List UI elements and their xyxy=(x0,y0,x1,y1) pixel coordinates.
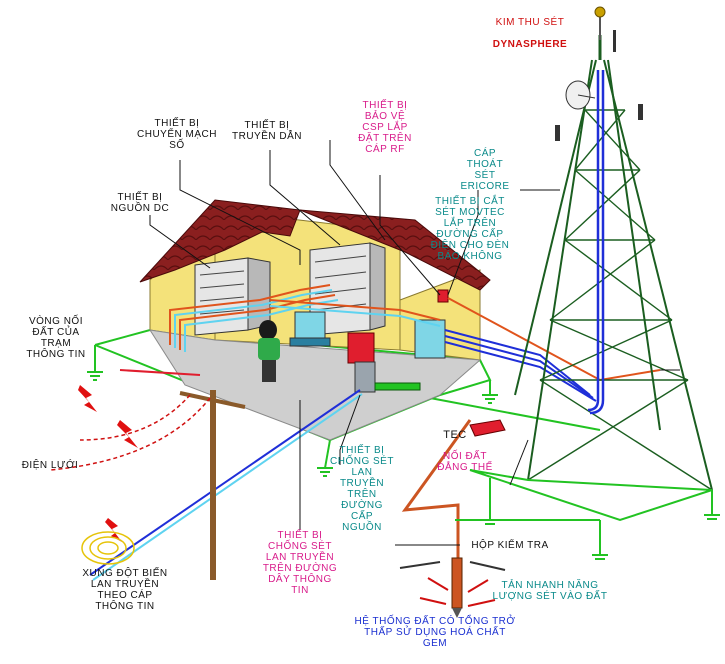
inspection-box-label: HỘP KIỂM TRA xyxy=(471,540,549,551)
internal-cabling xyxy=(169,284,441,352)
telecom-tower xyxy=(455,35,713,555)
down-conductor-cable xyxy=(587,70,605,415)
leader-lines xyxy=(149,140,680,546)
equipotential-label: NỐI ĐẤT ĐẲNG THẾ xyxy=(437,451,493,473)
lightning-rod-icon xyxy=(594,6,606,40)
lightning-rod-label: KIM THU SÉT DYNASPHERE xyxy=(475,6,585,50)
tec-label: TEC xyxy=(443,429,467,441)
power-line-arrester-label: THIẾT BỊ CHỐNG SÉT LAN TRUYỀN TRÊN ĐƯỜNG… xyxy=(330,445,394,533)
comm-line-arrester-label: THIẾT BỊ CHỐNG SÉT LAN TRUYỀN TRÊN ĐƯỜNG… xyxy=(262,530,338,596)
down-conductor-label: CÁP THOÁT SÉT ERICORE xyxy=(460,148,510,192)
lightning-bolts xyxy=(78,385,138,542)
dc-power-label: THIẾT BỊ NGUỒN DC xyxy=(110,192,170,214)
lightning-dissipation-label: TẢN NHANH NĂNG LƯỢNG SÉT VÀO ĐẤT xyxy=(492,580,608,602)
ground-system-label: HỆ THỐNG ĐẤT CÓ TỔNG TRỞ THẤP SỬ DỤNG HO… xyxy=(354,616,516,649)
surge-ripples xyxy=(81,531,135,565)
station-ground-ring-label: VÒNG NỐI ĐẤT CỦA TRẠM THÔNG TIN xyxy=(26,316,86,360)
external-cables xyxy=(89,297,661,581)
rf-surge-protector-label: THIẾT BỊ BẢO VỆ CSP LẮP ĐẶT TRÊN CÁP RF xyxy=(358,100,412,155)
transmission-equipment-label: THIẾT BỊ TRUYỀN DẪN xyxy=(231,120,302,142)
comm-surge-label: XUNG ĐỘT BIẾN LAN TRUYỀN THEO CÁP THÔNG … xyxy=(82,568,168,612)
lightning-rod-brand: DYNASPHERE xyxy=(492,39,568,50)
tower-ground-symbols xyxy=(482,514,720,560)
tec-device xyxy=(469,419,506,437)
dish-antenna-icon xyxy=(565,80,596,110)
power-pole xyxy=(49,390,246,580)
panel-antenna-icons xyxy=(555,30,643,141)
switching-equipment-label: THIẾT BỊ CHUYỂN MẠCH SỐ xyxy=(137,118,217,151)
aviation-light-protector-label: THIẾT BỊ CẮT SÉT MOVTEC LẮP TRÊN ĐƯỜNG C… xyxy=(430,196,510,262)
ground-symbols xyxy=(87,371,498,477)
ground-rod xyxy=(399,557,506,618)
grid-power-label: ĐIỆN LƯỚI xyxy=(21,460,79,471)
lightning-rod-title: KIM THU SÉT xyxy=(495,17,565,28)
